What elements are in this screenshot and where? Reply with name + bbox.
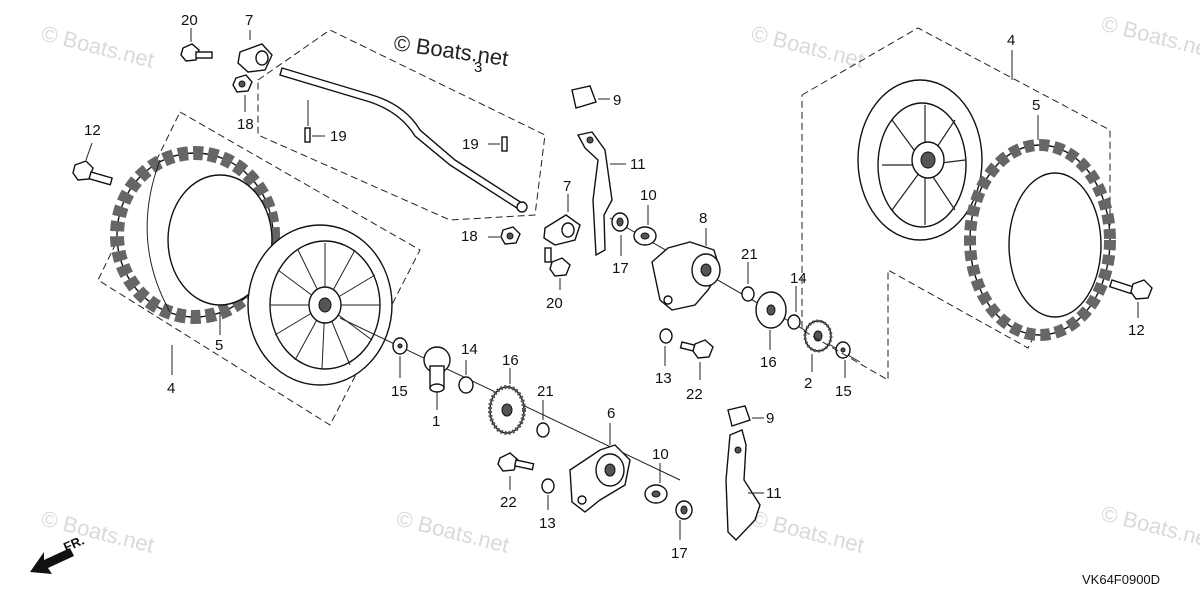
callout-label: 11 [630, 156, 646, 173]
watermark: © Boats.net [1099, 501, 1200, 553]
callout-label: 14 [790, 270, 807, 287]
callout-label: 18 [237, 116, 254, 133]
callout-label: 10 [640, 187, 657, 204]
bolt-12-left [72, 142, 114, 186]
callout-label: 19 [330, 128, 347, 145]
nut-18-top [232, 74, 253, 93]
washer-13-right [659, 328, 673, 344]
callout-label: 19 [462, 136, 479, 153]
cap-9-upper [571, 85, 597, 109]
bolt-12-right [1108, 279, 1153, 300]
washer-14-left [458, 376, 474, 394]
watermark: © Boats.net [394, 506, 512, 558]
left-drive-stack [339, 317, 693, 540]
washer-17-right [611, 212, 629, 232]
bolt-22-right [679, 339, 714, 359]
callout-label: 11 [766, 485, 782, 502]
callout-label: 12 [1128, 322, 1145, 339]
top-bracket-assembly [180, 28, 273, 112]
bolt-20-top [180, 43, 213, 62]
arrow-left-icon [30, 548, 74, 574]
callout-label: 20 [546, 295, 563, 312]
callout-label: 8 [699, 210, 707, 227]
callout-label: 12 [84, 122, 101, 139]
pin-19-left [304, 127, 311, 143]
callout-label: 18 [461, 228, 478, 245]
callout-label: 6 [607, 405, 615, 422]
axle-assembly [257, 29, 546, 221]
bracket-6 [569, 444, 631, 513]
axle-group-box [257, 29, 546, 221]
callout-label: 5 [1032, 97, 1040, 114]
callout-label: 2 [804, 375, 812, 392]
bolt-22-left [497, 452, 535, 472]
right-tire [964, 139, 1116, 341]
callout-label: 10 [652, 446, 669, 463]
hub-1 [423, 346, 451, 393]
callout-label: 9 [613, 92, 621, 109]
watermark: © Boats.net [749, 506, 867, 558]
right-wheel [857, 79, 983, 241]
copyright-text: © Boats.net [392, 30, 510, 71]
callout-labels: 20 7 18 12 19 19 3 5 4 7 18 20 9 11 10 1… [84, 12, 1145, 562]
callout-label: 4 [167, 380, 175, 397]
hub-2 [803, 319, 833, 353]
washer-13-left [541, 478, 555, 494]
right-wheel-group [801, 27, 1153, 381]
callout-label: 14 [461, 341, 478, 358]
washer-21-left [536, 422, 550, 438]
washer-21-right [741, 286, 755, 302]
right-wheel-box [801, 27, 1111, 381]
left-tire [110, 146, 280, 324]
callout-label: 21 [741, 246, 758, 263]
callout-label: 21 [537, 383, 554, 400]
callout-label: 22 [500, 494, 517, 511]
axle-shaft [279, 67, 527, 211]
washer-17-left [675, 500, 693, 520]
nut-18-mid [500, 226, 521, 245]
watermark: © Boats.net [749, 21, 867, 73]
mid-bracket-assembly [488, 194, 581, 290]
bolt-20-mid [544, 247, 571, 277]
washer-14-right [787, 314, 801, 330]
callout-label: 5 [215, 337, 223, 354]
lever-11-upper [576, 131, 613, 257]
callout-label: 16 [760, 354, 777, 371]
diagram-code: VK64F0900D [1082, 572, 1160, 587]
callout-label: 13 [655, 370, 672, 387]
lever-11-lower [725, 429, 761, 542]
callout-label: 17 [612, 260, 629, 277]
callout-label: 1 [432, 413, 440, 430]
callout-label: 15 [391, 383, 408, 400]
left-wheel-group [97, 111, 421, 426]
callout-label: 15 [835, 383, 852, 400]
gear-16-right [755, 291, 787, 329]
callout-label: 4 [1007, 32, 1015, 49]
callout-label: 20 [181, 12, 198, 29]
right-drive-stack [609, 205, 861, 380]
upper-lever-assembly [571, 85, 626, 257]
callout-label: 22 [686, 386, 703, 403]
watermark: © Boats.net [1099, 11, 1200, 63]
callout-label: 9 [766, 410, 774, 427]
callout-label: 16 [502, 352, 519, 369]
callout-label: 17 [671, 545, 688, 562]
cap-9-lower [727, 405, 751, 427]
pin-19-right [501, 136, 508, 152]
front-direction-arrow: FR. [30, 533, 86, 574]
watermark: © Boats.net [39, 21, 157, 73]
callout-label: 13 [539, 515, 556, 532]
bushing-10-right [633, 226, 657, 246]
gear-16-left [488, 385, 526, 435]
callout-label: 3 [474, 59, 482, 76]
callout-label: 7 [563, 178, 571, 195]
left-wheel [247, 224, 393, 386]
bracket-8 [651, 241, 721, 311]
lower-lever-assembly [725, 405, 764, 542]
bushing-10-left [644, 484, 668, 504]
callout-label: 7 [245, 12, 253, 29]
watermark: © Boats.net [39, 506, 157, 558]
